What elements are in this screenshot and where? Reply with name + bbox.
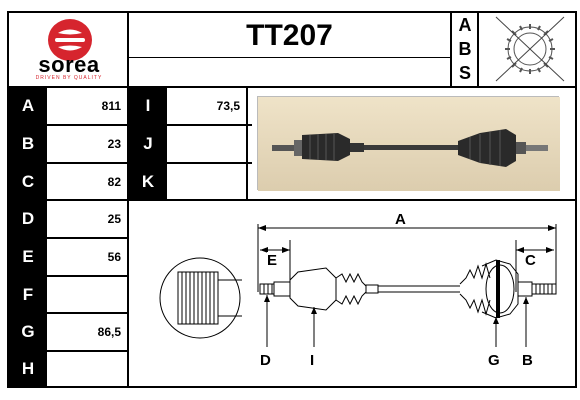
spec-label-i: I [129,88,167,124]
spec-label-b: B [9,126,47,162]
diagram-label-d: D [260,352,271,369]
technical-diagram [130,202,575,386]
spec-label-a: A [9,88,47,124]
abs-letter-b: B [458,38,472,59]
spec-label-j: J [129,126,167,162]
product-photo [257,96,560,191]
spec-label-g: G [9,314,47,350]
spec-value-f [47,277,127,312]
diagram-label-g: G [488,352,500,369]
spec-value-j [167,126,246,162]
spec-value-i: 73,5 [216,99,240,113]
spec-value-b: 23 [107,137,121,151]
abs-ring-crossed-icon [490,13,570,85]
brand-tagline: DRIVEN BY QUALITY [35,75,103,81]
drive-shaft-photo-icon [258,97,560,191]
brand-logo [20,14,120,84]
spec-value-c: 82 [107,174,121,189]
diagram-label-b: B [522,352,533,369]
part-number-title: TT207 [246,19,333,52]
spec-label-k: K [129,164,167,199]
spec-label-f: F [9,277,47,312]
abs-letter-s: S [458,62,471,83]
spec-label-d: D [9,201,47,237]
spec-value-d: 25 [107,212,121,226]
diagram-label-c: C [525,252,536,269]
sorea-emblem-icon [48,19,92,61]
spec-value-k [167,164,246,199]
spec-value-a: 811 [101,99,121,113]
diagram-label-i: I [310,352,315,369]
brand-name: sorea [38,52,100,77]
spec-value-h [47,352,127,386]
abs-letter-a: A [458,14,472,35]
diagram-label-a: A [395,211,406,228]
spec-label-h: H [9,352,47,386]
diagram-label-e: E [267,252,278,269]
spec-label-c: C [9,164,47,199]
spec-label-e: E [9,239,47,275]
spec-value-e: 56 [107,250,121,264]
spec-value-g: 86,5 [97,325,121,339]
